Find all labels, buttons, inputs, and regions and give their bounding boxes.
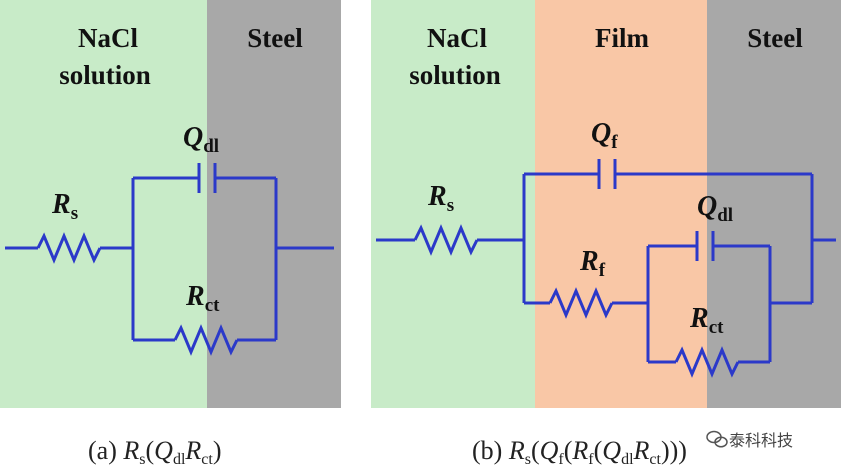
panel-b-caption-part: Q [540, 436, 559, 465]
watermark: 泰科科技 [706, 430, 793, 450]
panel-a-caption-part: ( [145, 436, 154, 465]
panel-b-caption-part: f [588, 451, 594, 468]
panel-b-caption-part: s [525, 451, 531, 468]
wechat-icon [706, 430, 728, 448]
panel-a-caption-part: R [122, 436, 139, 465]
panel-b-caption-part: R [633, 436, 650, 465]
panel-b-rf-resistor [548, 287, 614, 319]
panel-b-caption-part: dl [621, 451, 634, 468]
panel-b-film-region [535, 0, 707, 408]
panel-b-solution-label-line2: solution [409, 60, 501, 90]
panel-b-rs-label: Rs [427, 181, 454, 216]
panel-b-caption-part: ))) [661, 436, 687, 465]
panel-b-caption-part: ( [564, 436, 573, 465]
panel-b-caption-part: f [558, 451, 564, 468]
panel-a-rct-resistor [173, 324, 239, 356]
panel-a-caption-part: ) [213, 436, 222, 465]
panel-b: NaCl solution Film Steel Rs [371, 0, 841, 468]
panel-a-steel-region [207, 0, 341, 408]
panel-a-rs-label: Rs [51, 189, 78, 224]
panel-b-caption-part: R [508, 436, 525, 465]
panel-b-caption-part: Q [602, 436, 621, 465]
panel-b-solution-label-line1: NaCl [427, 23, 487, 53]
panel-b-solution-region [371, 0, 535, 408]
panel-b-rct-resistor [674, 346, 740, 378]
watermark-text: 泰科科技 [729, 431, 793, 450]
panel-a-solution-label-line1: NaCl [78, 23, 138, 53]
panel-b-caption: (b) Rs(Qf(Rf(QdlRct))) [472, 436, 687, 468]
panel-b-caption-part: ct [649, 451, 661, 468]
panel-a-caption-part: R [184, 436, 201, 465]
panel-a-caption-prefix: (a) [88, 436, 123, 465]
panel-b-film-label: Film [595, 23, 649, 53]
panel-a-caption-part: dl [173, 451, 186, 468]
panel-b-qdl-label: Qdl [697, 191, 733, 226]
panel-a-caption-part: Q [154, 436, 173, 465]
panel-a-steel-label: Steel [247, 23, 303, 53]
panel-a-rct-label: Rct [185, 281, 220, 316]
panel-b-steel-label: Steel [747, 23, 803, 53]
panel-a-caption-part: s [139, 451, 145, 468]
panel-b-rf-label: Rf [579, 246, 606, 281]
panel-b-caption-part: ( [594, 436, 603, 465]
panel-b-steel-region [707, 0, 841, 408]
panel-a: NaCl solution Steel Rs Qdl Rct (a) Rs(Qd… [0, 0, 341, 468]
panel-a-solution-label-line2: solution [59, 60, 151, 90]
panel-a-rs-resistor [36, 232, 102, 264]
panel-b-caption-part: ( [531, 436, 540, 465]
panel-a-caption-part: ct [201, 451, 213, 468]
panel-b-rct-label: Rct [689, 303, 724, 338]
panel-a-qdl-label: Qdl [183, 122, 219, 157]
panel-a-caption: (a) Rs(QdlRct) [88, 436, 222, 468]
panel-b-caption-part: R [571, 436, 588, 465]
panel-b-rs-resistor [413, 224, 479, 256]
panel-b-caption-prefix: (b) [472, 436, 509, 465]
panel-b-qf-label: Qf [591, 118, 618, 153]
